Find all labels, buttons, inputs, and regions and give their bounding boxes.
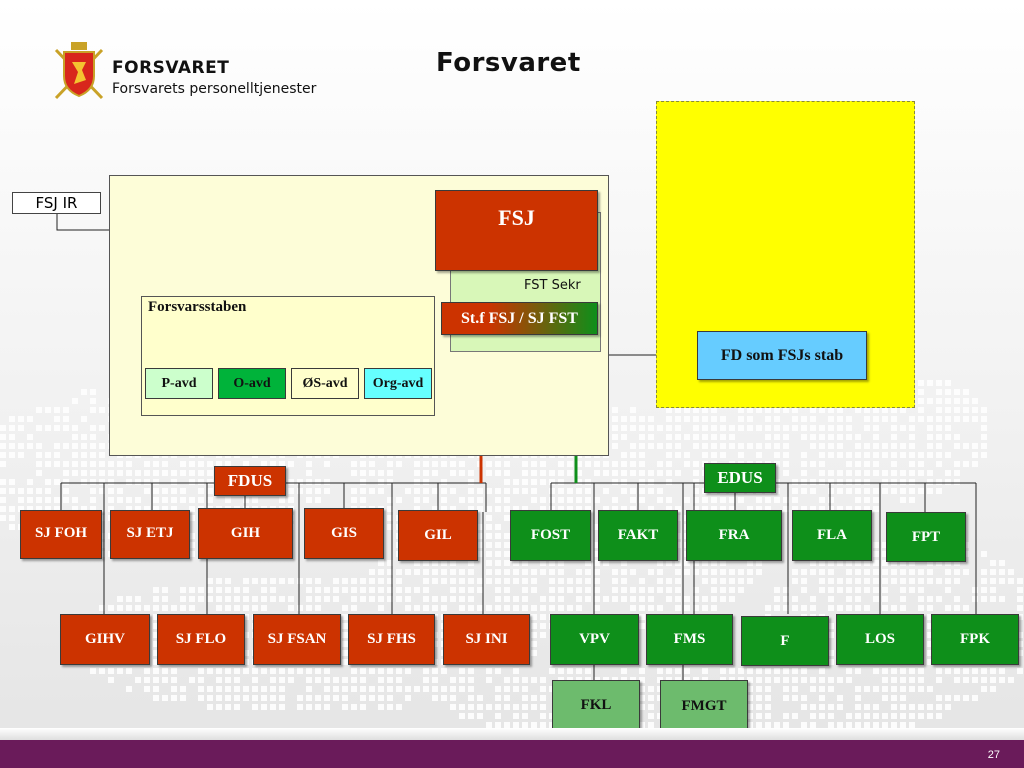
coat-of-arms-logo: [52, 40, 106, 102]
fd-box: FD som FSJs stab: [697, 331, 867, 380]
fst-sekr-label: FST Sekr: [524, 278, 581, 293]
unit-box: GIS: [304, 508, 384, 559]
unit-box: GIHV: [60, 614, 150, 665]
unit-box: SJ FLO: [157, 614, 245, 665]
unit-box: FLA: [792, 510, 872, 561]
unit-box: GIH: [198, 508, 293, 559]
unit-box: SJ FSAN: [253, 614, 341, 665]
unit-box: FPK: [931, 614, 1019, 665]
unit-box: FMS: [646, 614, 733, 665]
footer-band: [0, 728, 1024, 742]
unit-box: FOST: [510, 510, 591, 561]
unit-box: FMGT: [660, 680, 748, 732]
unit-box: FKL: [552, 680, 640, 730]
unit-box: SJ INI: [443, 614, 530, 665]
brand-subtitle: Forsvarets personelltjenester: [112, 81, 317, 97]
unit-box: LOS: [836, 614, 924, 665]
staben-unit-p-avd: P-avd: [145, 368, 213, 399]
unit-box: FAKT: [598, 510, 678, 561]
footer-bar: [0, 740, 1024, 768]
unit-box: VPV: [550, 614, 639, 665]
fsj-box: FSJ: [435, 190, 598, 271]
staben-unit-org-avd: Org-avd: [364, 368, 432, 399]
edus-label: EDUS: [704, 463, 776, 493]
unit-box: F: [741, 616, 829, 666]
unit-box: SJ FHS: [348, 614, 435, 665]
staben-unit-o-avd: O-avd: [218, 368, 286, 399]
page-number: 27: [987, 749, 1000, 761]
unit-box: FPT: [886, 512, 966, 562]
slide-title: Forsvaret: [436, 48, 581, 78]
unit-box: SJ FOH: [20, 510, 102, 559]
staben-unit-os-avd: ØS-avd: [291, 368, 359, 399]
forsvarsstaben-label: Forsvarsstaben: [148, 299, 247, 315]
brand-name: FORSVARET: [112, 58, 230, 78]
unit-box: FRA: [686, 510, 782, 561]
unit-box: SJ ETJ: [110, 510, 190, 559]
fdus-label: FDUS: [214, 466, 286, 496]
unit-box: GIL: [398, 510, 478, 561]
fsj-ir-box: FSJ IR: [12, 192, 101, 214]
stf-fsj-box: St.f FSJ / SJ FST: [441, 302, 598, 335]
